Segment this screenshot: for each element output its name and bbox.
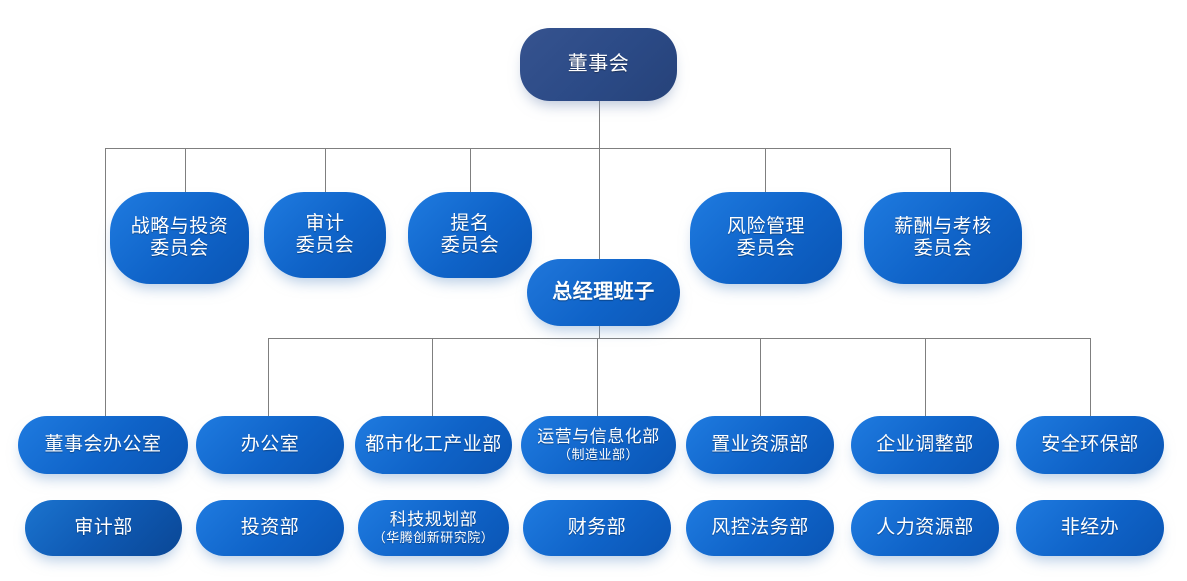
node-label-line1: 董事会办公室 (44, 433, 162, 455)
connector-gm-stem (599, 325, 600, 339)
node-label-line2: 委员会 (440, 235, 500, 256)
node-board-of-directors[interactable]: 董事会 (520, 28, 677, 101)
connector-spine-board-office (105, 148, 106, 416)
node-label-line1: 运营与信息化部 (537, 427, 660, 447)
node-investment-dept[interactable]: 投资部 (196, 500, 344, 556)
node-non-operating-office[interactable]: 非经办 (1016, 500, 1164, 556)
connector-drop-compensation (950, 148, 951, 192)
node-property-resources-dept[interactable]: 置业资源部 (686, 416, 834, 474)
connector-drop-property (760, 338, 761, 416)
connector-drop-audit-cmt (325, 148, 326, 192)
node-risk-management-committee[interactable]: 风险管理 委员会 (690, 192, 842, 284)
node-label-line1: 财务部 (567, 516, 627, 538)
node-label-line1: 人力资源部 (876, 516, 974, 538)
node-operations-informatization-dept[interactable]: 运营与信息化部 （制造业部） (521, 416, 676, 474)
node-technology-planning-dept[interactable]: 科技规划部 （华腾创新研究院） (358, 500, 509, 556)
connector-drop-nomination (470, 148, 471, 192)
node-label-line2: 委员会 (736, 238, 796, 259)
node-audit-committee[interactable]: 审计 委员会 (264, 192, 386, 278)
connector-department-bus (268, 338, 1091, 339)
connector-drop-strategy (185, 148, 186, 192)
node-label-line1: 薪酬与考核 (894, 215, 992, 237)
connector-board-stem (599, 100, 600, 148)
node-label-line1: 审计 (305, 212, 345, 234)
node-urban-chemical-industry-dept[interactable]: 都市化工产业部 (355, 416, 512, 474)
node-strategy-investment-committee[interactable]: 战略与投资 委员会 (110, 192, 249, 284)
node-label-line2: 委员会 (295, 235, 355, 256)
connector-drop-office (268, 338, 269, 416)
connector-drop-risk (765, 148, 766, 192)
connector-drop-gm (599, 148, 600, 260)
node-label-line1: 企业调整部 (876, 433, 974, 455)
node-label-line2: 委员会 (913, 238, 973, 259)
node-label: 董事会 (567, 52, 630, 75)
node-label-line2: （制造业部） (557, 447, 639, 463)
node-label-line1: 办公室 (240, 433, 300, 455)
node-label-line1: 都市化工产业部 (365, 433, 502, 455)
node-human-resources-dept[interactable]: 人力资源部 (851, 500, 999, 556)
node-nomination-committee[interactable]: 提名 委员会 (408, 192, 532, 278)
node-compensation-appraisal-committee[interactable]: 薪酬与考核 委员会 (864, 192, 1022, 284)
connector-drop-safety-env (1090, 338, 1091, 416)
node-label-line1: 风险管理 (726, 215, 805, 237)
node-label-line1: 投资部 (240, 516, 300, 538)
node-enterprise-restructuring-dept[interactable]: 企业调整部 (851, 416, 999, 474)
node-label-line2: 委员会 (150, 238, 209, 259)
node-label-line1: 战略与投资 (130, 215, 229, 237)
node-general-office[interactable]: 办公室 (196, 416, 344, 474)
node-label-line1: 提名 (450, 212, 490, 234)
node-audit-dept[interactable]: 审计部 (25, 500, 182, 556)
node-risk-control-legal-dept[interactable]: 风控法务部 (686, 500, 834, 556)
node-label-line1: 安全环保部 (1041, 433, 1139, 455)
node-label-line1: 置业资源部 (711, 433, 809, 455)
node-label: 总经理班子 (552, 280, 655, 303)
node-label-line1: 科技规划部 (389, 510, 478, 530)
node-general-manager-team[interactable]: 总经理班子 (527, 259, 680, 326)
node-board-office[interactable]: 董事会办公室 (18, 416, 188, 474)
node-label-line2: （华腾创新研究院） (372, 530, 495, 546)
node-label-line1: 非经办 (1060, 516, 1120, 538)
connector-drop-ops-info (597, 338, 598, 416)
connector-drop-urban-chem (432, 338, 433, 416)
node-finance-dept[interactable]: 财务部 (523, 500, 671, 556)
connector-committee-bus (105, 148, 951, 149)
node-label-line1: 审计部 (74, 516, 133, 538)
node-label-line1: 风控法务部 (711, 516, 809, 538)
connector-drop-restructuring (925, 338, 926, 416)
node-safety-environment-dept[interactable]: 安全环保部 (1016, 416, 1164, 474)
